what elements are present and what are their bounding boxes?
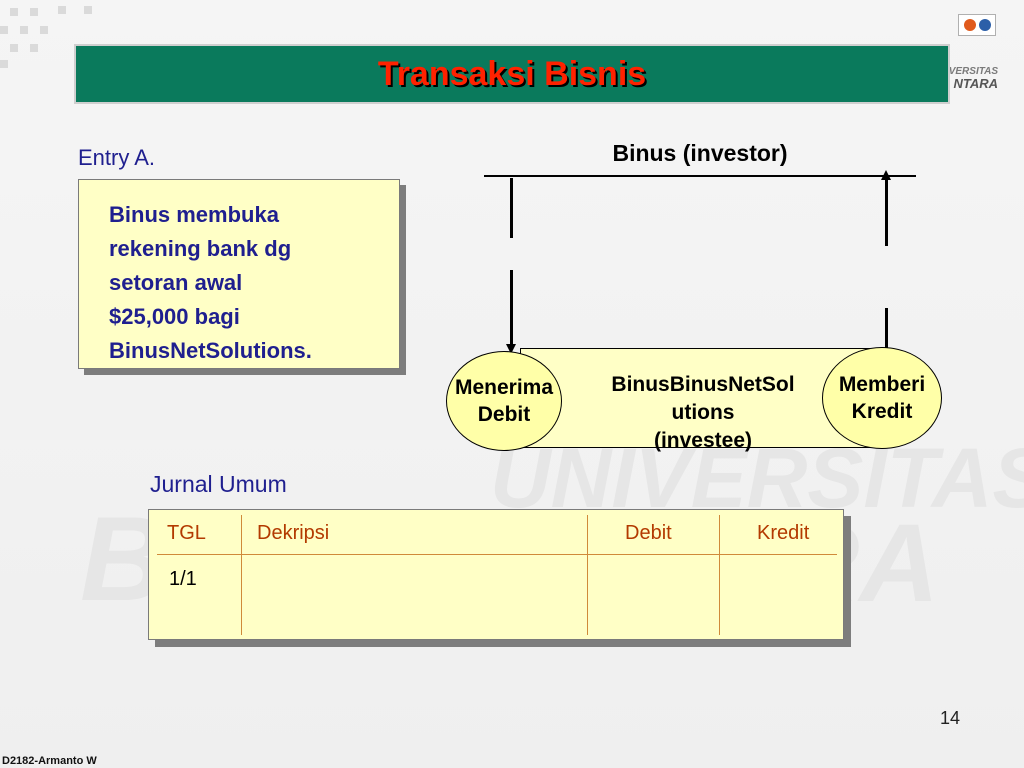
note-line: rekening bank dg xyxy=(109,236,292,261)
note-line: setoran awal xyxy=(109,270,243,295)
column-header-credit: Kredit xyxy=(757,522,810,544)
debit-arrow-upper xyxy=(510,178,513,238)
column-header-tgl: TGL xyxy=(167,522,206,544)
credit-arrow-upper xyxy=(885,180,888,246)
debit-oval: Menerima Debit xyxy=(446,351,562,451)
note-line: BinusNetSolutions. xyxy=(109,338,312,363)
t-account-line xyxy=(484,175,916,177)
university-logo: VERSITAS NTARA xyxy=(949,66,998,90)
investee-line: (investee) xyxy=(653,429,753,452)
credit-oval: Memberi Kredit xyxy=(822,347,942,449)
column-header-debit: Debit xyxy=(625,522,672,544)
column-divider xyxy=(719,515,720,635)
debit-oval-line: Debit xyxy=(477,403,531,426)
page-number: 14 xyxy=(940,708,961,728)
account-title: Binus (investor) xyxy=(612,140,788,166)
title-bar: Transaksi Bisnis xyxy=(76,46,948,102)
transaction-note: Binus membuka rekening bank dg setoran a… xyxy=(78,179,400,369)
decorative-squares xyxy=(0,0,120,70)
column-header-description: Dekripsi xyxy=(257,522,330,544)
credit-arrow-lower xyxy=(885,308,888,350)
credit-arrow-head xyxy=(881,170,891,180)
header-divider xyxy=(157,554,837,555)
entry-label: Entry A. xyxy=(78,145,156,170)
credit-oval-line: Kredit xyxy=(851,400,913,423)
investee-line: BinusBinusNetSol xyxy=(611,373,795,396)
column-divider xyxy=(587,515,588,635)
credit-oval-line: Memberi xyxy=(838,373,926,396)
logo-icon xyxy=(958,14,996,36)
date-cell: 1/1 xyxy=(169,568,197,590)
debit-oval-line: Menerima xyxy=(454,376,554,399)
logo-line: NTARA xyxy=(953,76,998,91)
journal-label: Jurnal Umum xyxy=(150,471,287,497)
investee-line: utions xyxy=(671,401,735,424)
journal-table: TGL Dekripsi Debit Kredit 1/1 xyxy=(148,509,844,640)
debit-arrow-lower xyxy=(510,270,513,346)
column-divider xyxy=(241,515,242,635)
slide-title: Transaksi Bisnis xyxy=(377,54,647,93)
note-line: $25,000 bagi xyxy=(109,304,240,329)
note-line: Binus membuka xyxy=(109,202,279,227)
logo-line: VERSITAS xyxy=(948,66,998,77)
footer-author: D2182-Armanto W xyxy=(2,755,97,767)
debit-arrow-head xyxy=(506,344,516,354)
